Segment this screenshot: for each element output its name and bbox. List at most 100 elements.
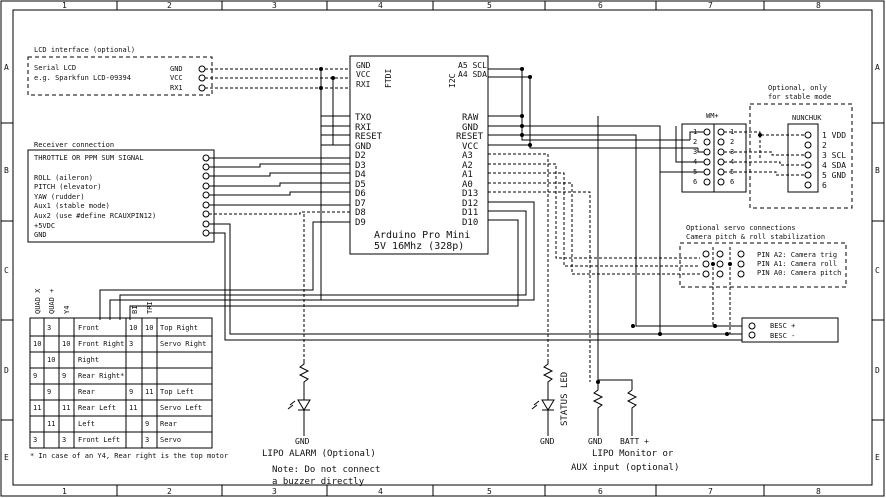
lcd-pin-rx1: RX1 xyxy=(170,84,183,92)
row-label: D xyxy=(875,366,880,375)
wmp-pin: 4 xyxy=(730,158,734,166)
monitor-title2: AUX input (optional) xyxy=(571,463,679,473)
arduino-pin: RESET xyxy=(355,132,383,142)
receiver-line: ROLL (aileron) xyxy=(34,174,93,182)
row-label: C xyxy=(875,266,880,275)
receiver-line: Aux1 (stable mode) xyxy=(34,202,110,210)
nunchuk-pin: 1 VDD xyxy=(822,131,846,140)
servo-title2: Camera pitch & roll stabilization xyxy=(686,233,825,241)
table-cell: Front Right xyxy=(78,340,124,348)
row-label: D xyxy=(4,366,9,375)
arduino-pin: D8 xyxy=(355,208,366,218)
col-label: 2 xyxy=(167,487,172,496)
arduino-pin: A4 SDA xyxy=(458,70,487,79)
row-label: E xyxy=(4,453,9,462)
status-label: STATUS LED xyxy=(560,372,570,426)
alarm-note2: a buzzer directly xyxy=(272,477,365,487)
servo-pin: PIN A0: Camera pitch xyxy=(757,269,841,277)
arduino-left-pins: TXO RXI RESET GND D2 D3 D4 D5 D6 D7 D8 D… xyxy=(355,113,383,228)
receiver-line: YAW (rudder) xyxy=(34,193,85,201)
lipo-alarm: GND LIPO ALARM (Optional) Note: Do not c… xyxy=(262,360,380,487)
nunchuk-pin: 5 GND xyxy=(822,171,846,180)
frame-column-labels: 1 2 3 4 5 6 7 8 1 2 3 4 5 6 7 8 xyxy=(62,1,821,496)
col-label: 1 xyxy=(62,487,67,496)
wmp-pin: 6 xyxy=(730,178,734,186)
lcd-line2: e.g. Sparkfun LCD-09394 xyxy=(34,74,131,82)
arduino-pin: TXO xyxy=(355,113,371,123)
table-footnote: * In case of an Y4, Rear right is the to… xyxy=(30,452,228,460)
servo-pin: PIN A2: Camera trig xyxy=(757,251,837,259)
nunchuk-pin: 6 xyxy=(822,181,827,190)
status-gnd: GND xyxy=(540,437,555,446)
arduino-pin: D13 xyxy=(462,189,478,199)
table-header: QUAD X xyxy=(34,288,42,314)
table-cell: 9 xyxy=(129,388,133,396)
receiver-connection: Receiver connection THROTTLE OR PPM SUM … xyxy=(27,141,215,243)
arduino-right-wires xyxy=(109,67,742,382)
wmp-pin: 3 xyxy=(693,148,697,156)
arduino-pin: RESET xyxy=(456,132,484,142)
table-cell: 10 xyxy=(62,340,70,348)
col-label: 4 xyxy=(378,487,383,496)
table-cell: 3 xyxy=(129,340,133,348)
table-cell: 10 xyxy=(145,324,153,332)
receiver-line: +5VDC xyxy=(34,222,55,230)
col-label: 1 xyxy=(62,1,67,10)
arduino-pin: A5 SCL xyxy=(458,61,487,70)
lipo-monitor: GND BATT + LIPO Monitor or AUX input (op… xyxy=(571,379,679,473)
table-cell: Servo xyxy=(160,436,181,444)
table-cell: 11 xyxy=(47,420,55,428)
wmp-pin: 3 xyxy=(730,148,734,156)
row-label: E xyxy=(875,453,880,462)
lcd-wires xyxy=(205,67,350,90)
table-cell: Rear Right* xyxy=(78,372,124,380)
receiver-pins xyxy=(202,154,210,237)
col-label: 6 xyxy=(598,1,603,10)
lcd-title: LCD interface (optional) xyxy=(34,46,135,54)
arduino-label1: Arduino Pro Mini xyxy=(374,230,470,241)
table-header: TRI xyxy=(146,301,154,314)
table-cell: Rear Left xyxy=(78,404,116,412)
table-cell: Front xyxy=(78,324,99,332)
alarm-title: LIPO ALARM (Optional) xyxy=(262,449,376,459)
arduino-left-wires xyxy=(99,69,742,360)
arduino-pin: RAW xyxy=(462,113,479,123)
besc-plus: BESC + xyxy=(770,322,795,330)
table-cell: Top Left xyxy=(160,388,194,396)
table-header: BI xyxy=(131,306,139,314)
arduino-pin: D2 xyxy=(355,151,366,161)
row-label: A xyxy=(875,63,880,72)
table-cell: Top Right xyxy=(160,324,198,332)
monitor-batt: BATT + xyxy=(620,437,649,446)
lcd-interface: LCD interface (optional) Serial LCD e.g.… xyxy=(27,46,213,96)
motor-table: QUAD X QUAD + Y4 BI TRI xyxy=(29,288,213,449)
servo-connections: Optional servo connections Camera pitch … xyxy=(679,224,847,334)
frame-row-labels: A B C D E A B C D E xyxy=(4,63,880,462)
table-cell: 3 xyxy=(47,324,51,332)
table-cell: 3 xyxy=(33,436,37,444)
receiver-title: Receiver connection xyxy=(34,141,114,149)
table-cell: 10 xyxy=(129,324,137,332)
col-label: 5 xyxy=(487,487,492,496)
arduino-pin: RXI xyxy=(355,123,371,133)
arduino-pin: A3 xyxy=(462,151,473,161)
wmp-pin: 5 xyxy=(730,168,734,176)
monitor-title1: LIPO Monitor or xyxy=(592,449,674,459)
wmp-pin: 1 xyxy=(730,128,734,136)
col-label: 2 xyxy=(167,1,172,10)
arduino-pin: D7 xyxy=(355,199,366,209)
col-label: 3 xyxy=(272,1,277,10)
table-header: QUAD + xyxy=(48,289,56,314)
col-label: 5 xyxy=(487,1,492,10)
arduino-pin: A2 xyxy=(462,161,473,171)
table-cell: Servo Left xyxy=(160,404,202,412)
col-label: 7 xyxy=(708,1,713,10)
i2c-label: I2C xyxy=(448,73,457,88)
wmp-pin: 2 xyxy=(693,138,697,146)
nunchuk-pin: 4 SDA xyxy=(822,161,846,170)
row-label: B xyxy=(875,166,880,175)
wmp-pin: 6 xyxy=(693,178,697,186)
